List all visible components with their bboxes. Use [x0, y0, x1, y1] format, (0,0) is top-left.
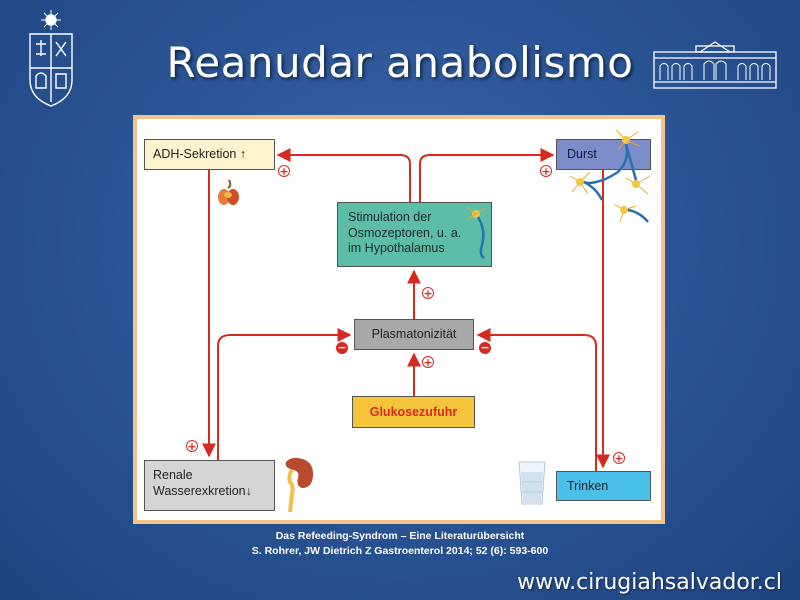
renal-excretion-box: Renale Wasserexkretion↓	[144, 460, 275, 511]
plus-sign-osmo: +	[422, 287, 434, 300]
website-url: www.cirugiahsalvador.cl	[517, 570, 782, 595]
adh-secretion-box: ADH-Sekretion ↑	[144, 139, 275, 170]
plus-sign-gluko: +	[422, 356, 434, 369]
minus-sign-right: −	[479, 341, 491, 354]
trinken-box: Trinken	[556, 471, 651, 501]
osmo-line-1: Stimulation der	[348, 210, 432, 224]
renale-line-1: Renale	[153, 468, 193, 482]
plus-sign-renale: +	[186, 440, 198, 453]
trinken-label: Trinken	[567, 479, 609, 493]
slide-title: Reanudar anabolismo	[166, 38, 634, 87]
durst-label: Durst	[567, 147, 597, 161]
plasma-tonicity-label: Plasmatonizität	[371, 327, 457, 341]
water-glass-icon	[518, 461, 546, 505]
kidney-icon	[285, 457, 314, 513]
citation-reference: S. Rohrer, JW Dietrich Z Gastroenterol 2…	[251, 545, 549, 557]
glucose-intake-box: Glukosezufuhr	[352, 396, 475, 428]
osmo-line-2: Osmozeptoren, u. a.	[348, 225, 462, 240]
osmoreceptor-box: Stimulation der Osmozeptoren, u. a. im H…	[337, 202, 492, 267]
adh-secretion-label: ADH-Sekretion	[153, 147, 237, 161]
decrease-arrow-icon: ↓	[245, 483, 252, 498]
plus-sign-adh: +	[278, 165, 290, 178]
plasma-tonicity-box: Plasmatonizität	[354, 319, 474, 350]
plus-sign-durst: +	[540, 165, 552, 178]
osmo-line-3: im Hypothalamus	[348, 241, 445, 256]
increase-arrow-icon: ↑	[239, 147, 247, 161]
university-seal-icon	[29, 10, 73, 107]
minus-sign-left: −	[336, 341, 348, 354]
thyroid-gland-icon	[218, 179, 239, 205]
plus-sign-trinken: +	[613, 452, 625, 465]
glucose-intake-label: Glukosezufuhr	[369, 405, 458, 419]
neuron-network-icon	[569, 129, 651, 223]
renale-line-2: Wasserexkretion	[153, 483, 246, 498]
university-building-icon	[653, 41, 777, 89]
citation-title: Das Refeeding-Syndrom – Eine Literaturüb…	[275, 530, 525, 542]
neuron-icon	[466, 206, 487, 260]
